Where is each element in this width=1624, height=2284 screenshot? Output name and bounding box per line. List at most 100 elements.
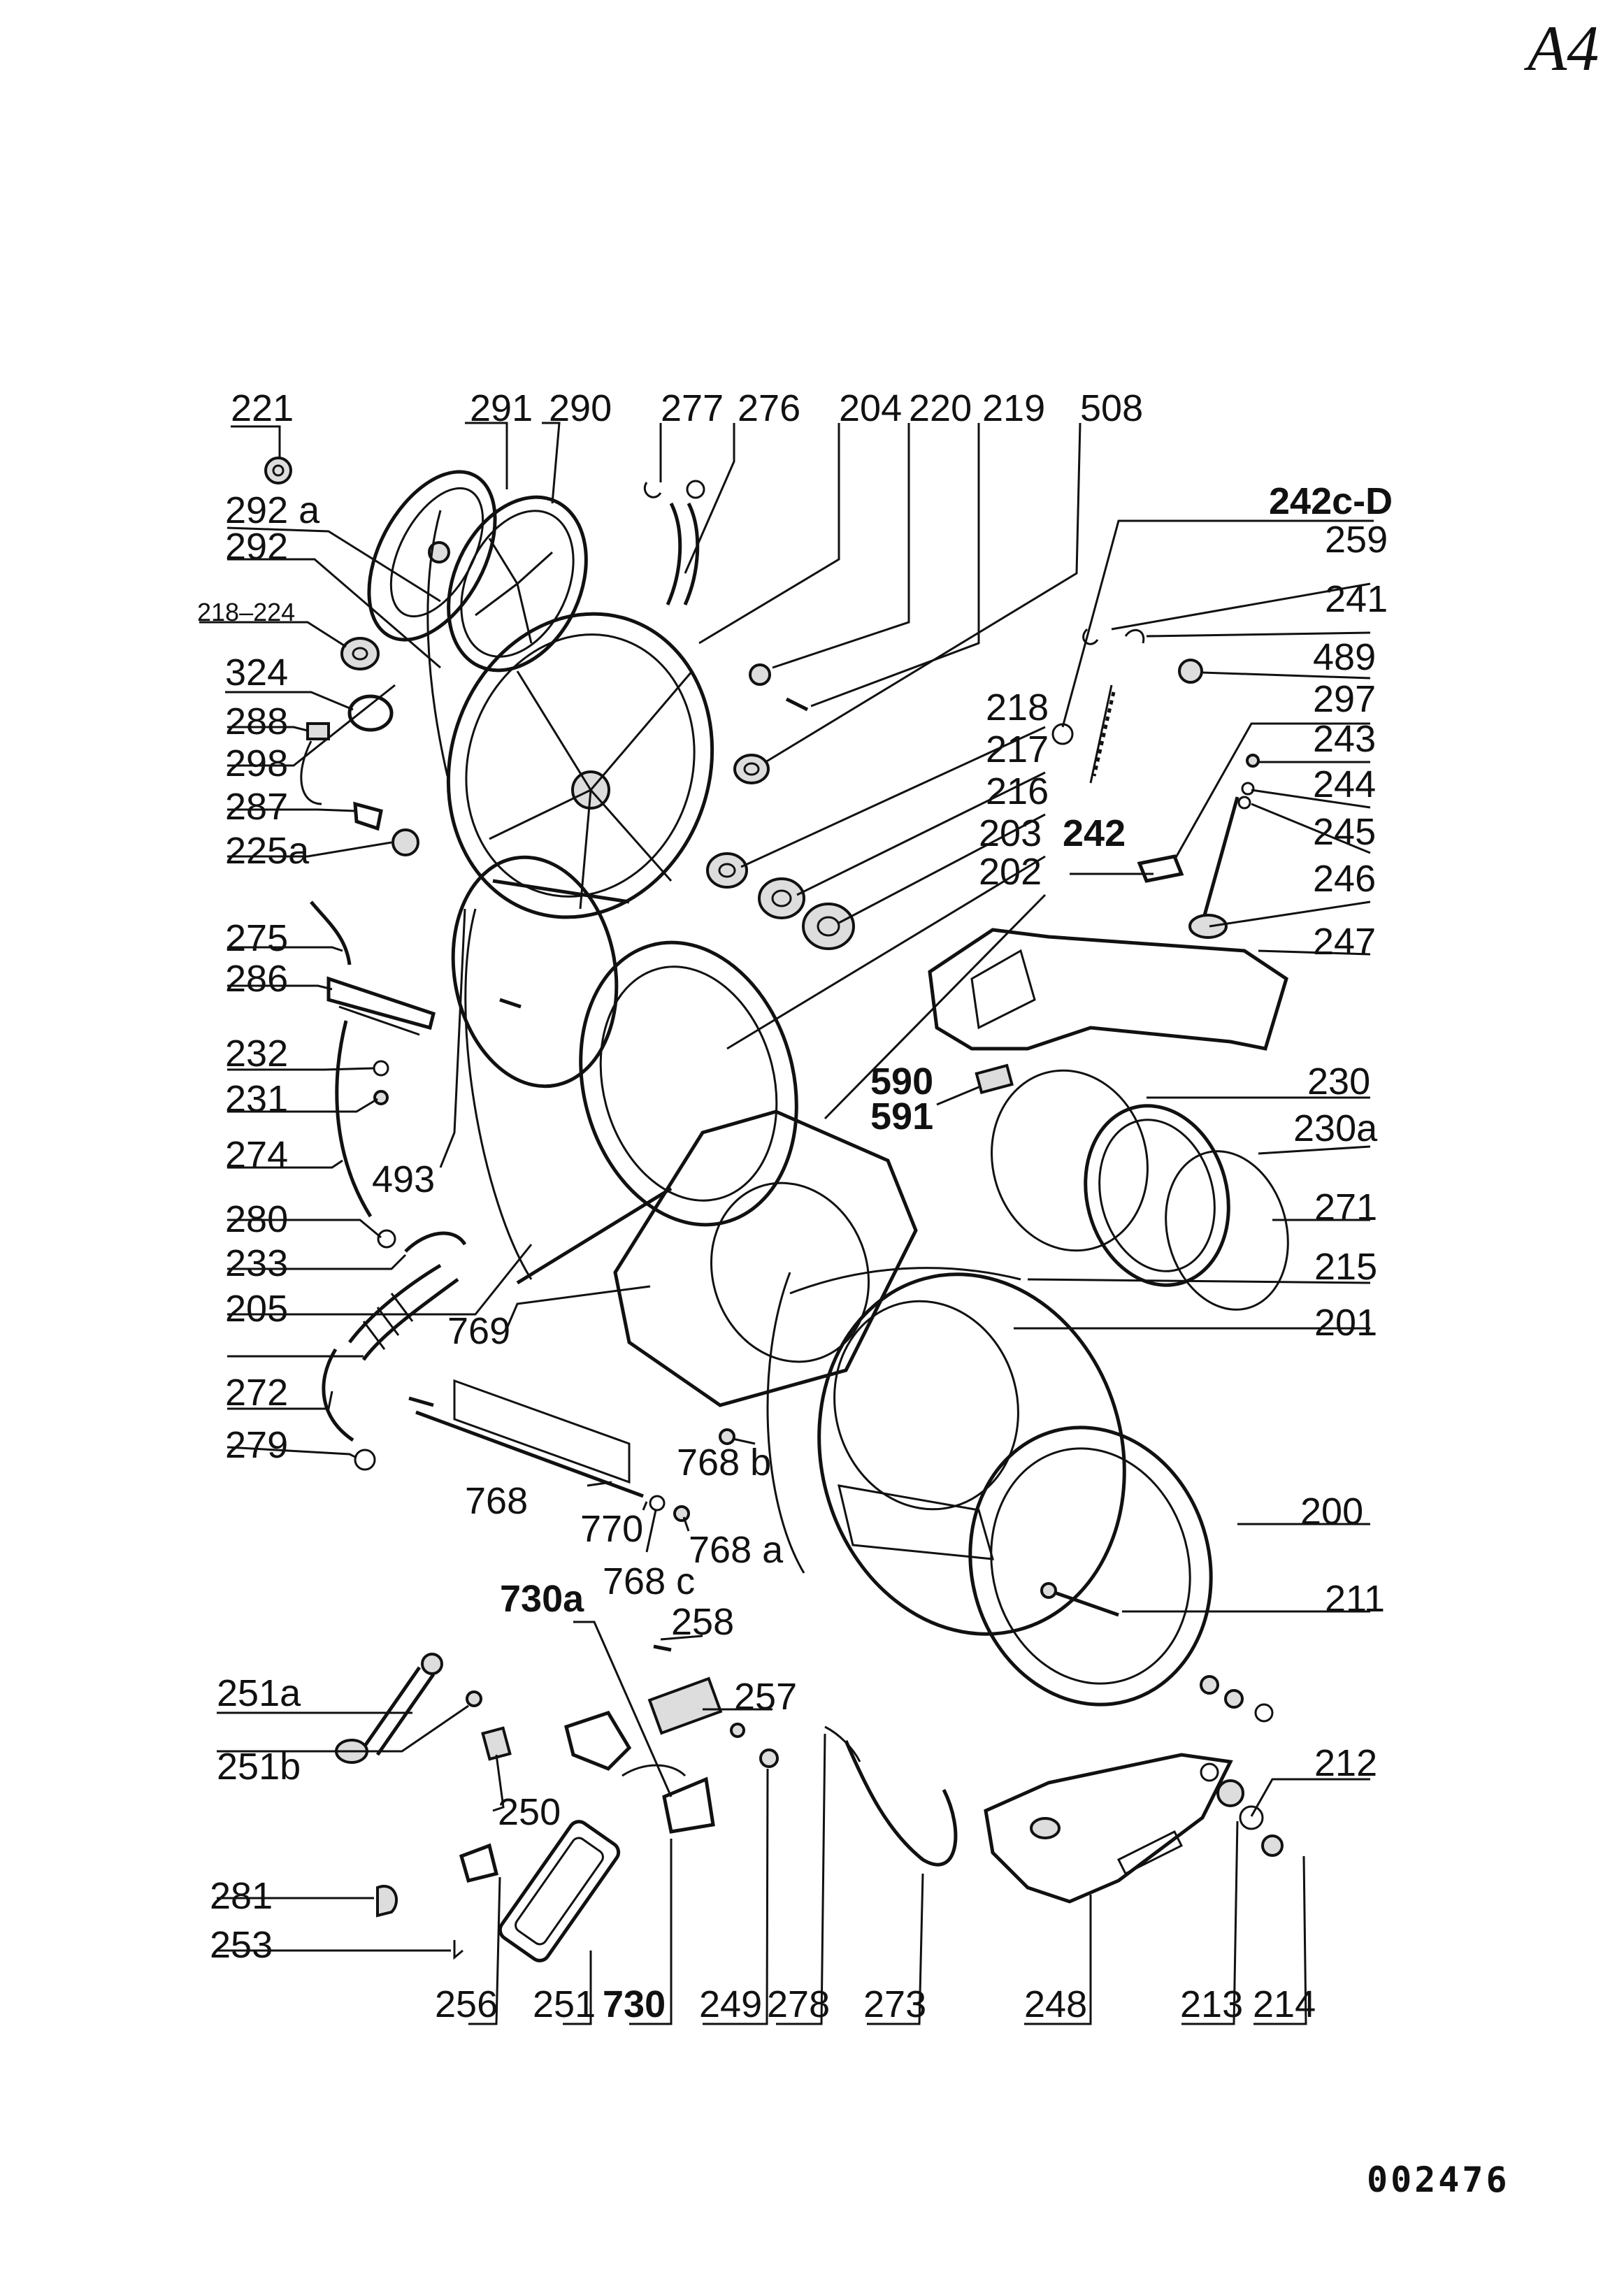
- part-251a-shock: [335, 1653, 443, 1764]
- label-730a: 730a: [500, 1578, 584, 1620]
- label-281: 281: [210, 1875, 273, 1917]
- part-493-screw: [499, 998, 522, 1009]
- label-205: 205: [225, 1288, 288, 1330]
- label-591: 591: [870, 1096, 933, 1137]
- part-247-counterweight: [928, 928, 1288, 1051]
- label-276: 276: [738, 387, 800, 429]
- part-489: [1178, 659, 1203, 684]
- part-258b: [730, 1723, 745, 1738]
- label-242c-d: 242c-D: [1269, 480, 1393, 522]
- label-288: 288: [225, 701, 288, 742]
- label-245: 245: [1313, 811, 1376, 853]
- label-212: 212: [1314, 1742, 1377, 1784]
- label-211: 211: [1325, 1578, 1385, 1620]
- label-230: 230: [1307, 1061, 1370, 1103]
- part-202-drum: [451, 855, 798, 1285]
- part-231: [373, 1090, 389, 1105]
- label-251b: 251b: [217, 1746, 301, 1788]
- label-219: 219: [982, 387, 1045, 429]
- label-250: 250: [498, 1791, 561, 1833]
- part-218-bearing: [706, 852, 748, 889]
- part-324: [347, 694, 394, 732]
- label-768: 768: [465, 1480, 528, 1522]
- label-213: 213: [1180, 1983, 1243, 2025]
- part-246-rod: [1188, 754, 1260, 939]
- label-508: 508: [1080, 387, 1143, 429]
- part-200-tub-ring: [766, 1272, 1213, 1707]
- part-274-hose: [335, 1020, 373, 1218]
- label-730: 730: [603, 1983, 666, 2025]
- label-251a: 251a: [217, 1672, 301, 1714]
- part-242-spring: [1051, 628, 1145, 784]
- label-275: 275: [225, 917, 288, 959]
- part-590-591-plate: [975, 1063, 1014, 1095]
- label-214: 214: [1253, 1983, 1316, 2025]
- part-273-hose: [844, 1740, 958, 1867]
- label-297: 297: [1313, 678, 1376, 720]
- part-212-213-214-washers: [1200, 1675, 1284, 1857]
- label-278: 278: [767, 1983, 830, 2025]
- part-251-strap: [498, 1820, 621, 1962]
- label-493: 493: [372, 1158, 435, 1200]
- label-292: 292: [225, 526, 288, 568]
- label-274: 274: [225, 1134, 288, 1176]
- part-201-front-tub: [613, 1109, 918, 1407]
- part-233-pipe: [404, 1231, 467, 1253]
- label-590: 590: [870, 1061, 933, 1103]
- label-233: 233: [225, 1242, 288, 1284]
- label-220: 220: [909, 387, 972, 429]
- label-232: 232: [225, 1033, 288, 1075]
- part-288-switch: [306, 722, 330, 740]
- label-287: 287: [225, 786, 288, 828]
- part-225a: [391, 828, 419, 856]
- part-253: [453, 1940, 464, 1960]
- label-247: 247: [1313, 921, 1376, 963]
- label-277: 277: [661, 387, 724, 429]
- label-218: 218: [986, 687, 1049, 728]
- part-280: [377, 1229, 396, 1249]
- label-280: 280: [225, 1198, 288, 1240]
- label-770: 770: [580, 1508, 643, 1550]
- label-221: 221: [231, 387, 294, 429]
- part-275-hose: [310, 900, 352, 965]
- label-202: 202: [979, 851, 1042, 893]
- part-290-pulley-rim: [447, 495, 588, 673]
- label-290: 290: [549, 387, 612, 429]
- part-232: [373, 1060, 389, 1077]
- label-324: 324: [225, 652, 288, 694]
- part-292-belt: [426, 510, 449, 777]
- label-253: 253: [210, 1924, 273, 1966]
- part-205-bellows: [348, 1263, 459, 1361]
- label-248: 248: [1024, 1983, 1087, 2025]
- part-297-bracket: [1137, 854, 1184, 883]
- label-489: 489: [1313, 636, 1376, 678]
- label-258: 258: [671, 1601, 734, 1643]
- label-298: 298: [225, 742, 288, 784]
- part-298-wire: [300, 740, 322, 805]
- label-217: 217: [986, 728, 1049, 770]
- label-768a: 768 a: [689, 1529, 784, 1571]
- part-258-screw: [653, 1644, 672, 1652]
- label-215: 215: [1314, 1246, 1377, 1288]
- part-218-224-bearing: [340, 637, 380, 670]
- label-273: 273: [863, 1983, 926, 2025]
- label-768c: 768 c: [603, 1560, 695, 1602]
- part-249: [759, 1748, 779, 1768]
- label-769: 769: [447, 1310, 510, 1352]
- part-204: [749, 663, 771, 686]
- document-number: 002476: [1367, 2160, 1510, 2200]
- label-243: 243: [1313, 718, 1376, 760]
- part-250: [481, 1726, 512, 1761]
- part-281: [376, 1885, 398, 1918]
- part-287-clip: [353, 801, 383, 831]
- part-211-bolt: [1040, 1582, 1119, 1617]
- part-257-plate: [647, 1676, 723, 1735]
- label-279: 279: [225, 1424, 288, 1466]
- label-257: 257: [734, 1676, 797, 1718]
- part-220-screw: [785, 697, 809, 712]
- label-244: 244: [1313, 763, 1376, 805]
- part-730-bracket: [564, 1710, 715, 1834]
- label-230a: 230a: [1293, 1107, 1378, 1149]
- label-218-224: 218–224: [197, 598, 295, 626]
